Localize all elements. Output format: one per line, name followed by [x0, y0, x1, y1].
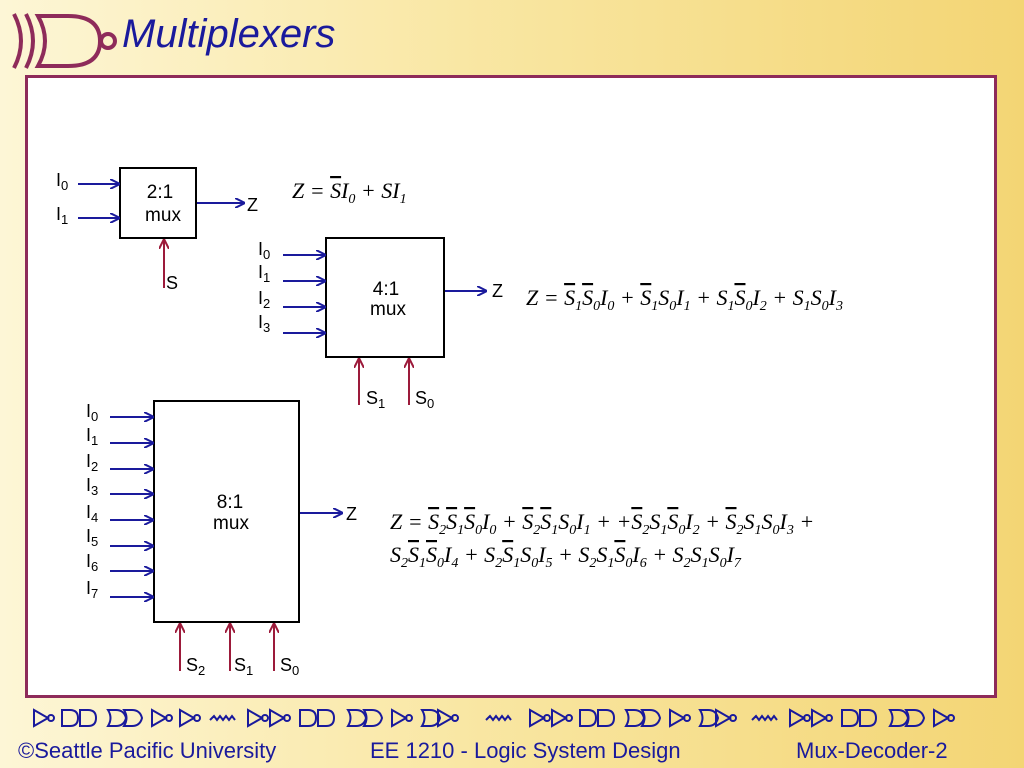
mux-8to1-input-label-0: I0: [86, 401, 98, 424]
mux-4to1-input-label-1: I1: [258, 262, 270, 285]
mux-4to1-output-label: Z: [492, 281, 503, 301]
equation-2to1: Z = SI0 + SI1: [292, 178, 407, 207]
mux-2to1-ratio: 2:1: [147, 182, 173, 203]
equation-8to1-line1: Z = S2S1S0I0 + S2S1S0I1 + +S2S1S0I2 + S2…: [390, 509, 814, 538]
mux-8to1-select-label-1: S1: [234, 655, 253, 678]
content-panel: [25, 75, 997, 698]
mux-8to1-box: [153, 400, 300, 623]
mux-8to1-input-label-4: I4: [86, 502, 98, 525]
mux-4to1-select-label-0: S0: [415, 388, 434, 411]
mux-8to1-label: mux: [213, 513, 249, 534]
mux-8to1-input-label-7: I7: [86, 578, 98, 601]
mux-2to1-output-label: Z: [247, 195, 258, 215]
mux-8to1-input-label-1: I1: [86, 425, 98, 448]
mux-8to1-input-label-5: I5: [86, 526, 98, 549]
slide-title: Multiplexers: [122, 12, 336, 56]
mux-4to1-label: mux: [370, 299, 406, 320]
mux-2to1-input-label-1: I1: [56, 204, 68, 227]
mux-8to1-output-label: Z: [346, 504, 357, 524]
logic-gate-logo: [12, 13, 117, 69]
mux-2to1: 2:1 mux I0 I1 S Z: [56, 167, 258, 293]
mux-8to1-select-label-0: S0: [280, 655, 299, 678]
mux-4to1-input-label-3: I3: [258, 312, 270, 335]
mux-4to1-box: [325, 237, 445, 358]
mux-4to1-select-label-1: S1: [366, 388, 385, 411]
mux-2to1-input-label-0: I0: [56, 170, 68, 193]
footer-copyright: ©Seattle Pacific University: [18, 738, 277, 763]
mux-8to1-select-label-2: S2: [186, 655, 205, 678]
logic-gate-border: [33, 709, 955, 727]
mux-8to1-input-label-6: I6: [86, 551, 98, 574]
mux-8to1-ratio: 8:1: [217, 492, 243, 513]
mux-8to1: 8:1 mux I0 I1 I2 I3 I4 I5 I6 I7 S2 S1 S0…: [86, 400, 357, 678]
mux-2to1-box: [119, 167, 197, 239]
mux-4to1-input-label-0: I0: [258, 239, 270, 262]
mux-4to1-ratio: 4:1: [373, 279, 399, 300]
mux-4to1: 4:1 mux I0 I1 I2 I3 S1 S0 Z: [258, 237, 503, 411]
footer-slide-id: Mux-Decoder-2: [796, 738, 948, 763]
mux-8to1-input-label-3: I3: [86, 475, 98, 498]
mux-8to1-input-label-2: I2: [86, 451, 98, 474]
equation-4to1: Z = S1S0I0 + S1S0I1 + S1S0I2 + S1S0I3: [526, 285, 843, 314]
mux-2to1-select-label: S: [166, 273, 178, 293]
mux-2to1-label: mux: [145, 205, 181, 226]
footer-course: EE 1210 - Logic System Design: [370, 738, 681, 763]
mux-4to1-input-label-2: I2: [258, 288, 270, 311]
equation-8to1-line2: S2S1S0I4 + S2S1S0I5 + S2S1S0I6 + S2S1S0I…: [390, 542, 742, 571]
